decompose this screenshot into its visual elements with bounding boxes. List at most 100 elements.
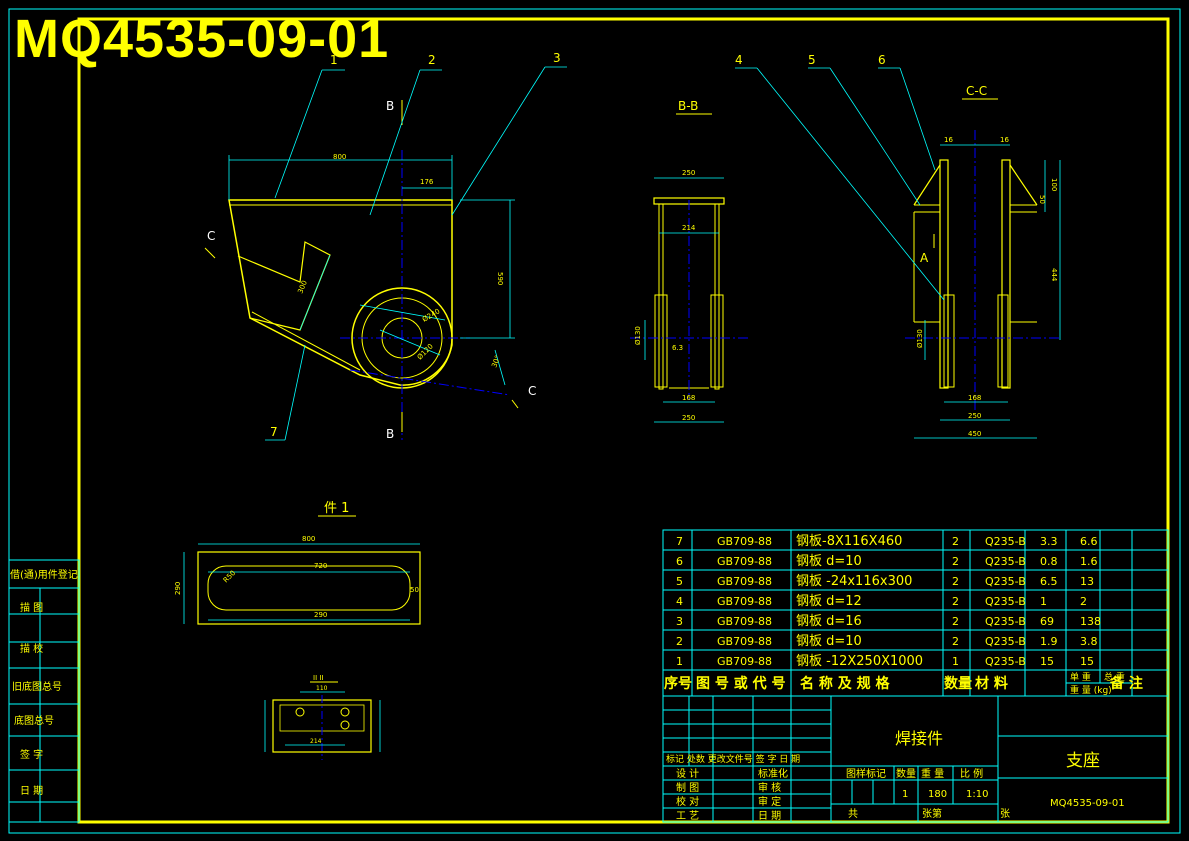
bom-cell-no: 6 <box>676 555 683 568</box>
dim-small-w: 110 <box>316 685 328 692</box>
bom-header-std: 图 号 或 代 号 <box>696 675 786 692</box>
label-view-a: A <box>920 251 929 265</box>
bom-cell-name: 钢板 d=12 <box>796 594 862 609</box>
balloon-2: 2 <box>428 53 436 67</box>
dim-front-offset: 176 <box>420 178 434 186</box>
detail-small: II II 110 214 <box>264 674 381 760</box>
bom-cell-qty: 2 <box>952 595 959 608</box>
label-view-cc: C-C <box>966 84 987 98</box>
bom-cell-unit: 69 <box>1040 615 1054 628</box>
bom-cell-std: GB709-88 <box>717 535 772 548</box>
bom-cell-total: 2 <box>1080 595 1087 608</box>
bom-cell-unit: 0.8 <box>1040 555 1058 568</box>
sheets-total: 共 <box>848 808 858 820</box>
bom-cell-total: 3.8 <box>1080 635 1098 648</box>
side-label-check: 描 校 <box>20 642 43 655</box>
bom-cell-mat: Q235-B <box>985 575 1026 588</box>
label-detail: 件 1 <box>324 501 349 516</box>
part-type: 焊接件 <box>895 729 943 748</box>
bom-cell-no: 2 <box>676 635 683 648</box>
dim-cc-h3: 444 <box>1050 268 1058 282</box>
bom-header-mat: 材 料 <box>975 675 1008 692</box>
bom-cell-mat: Q235-B <box>985 655 1026 668</box>
side-label-trace: 描 图 <box>20 601 43 614</box>
bom-cell-no: 1 <box>676 655 683 668</box>
balloon-6: 6 <box>878 53 886 67</box>
side-label-sign: 签 字 <box>20 748 43 761</box>
weight-label: 重 量 <box>921 767 944 780</box>
revision-row: 标记 处数 更改文件号 签 字 日 期 <box>666 753 800 765</box>
front-view: 800 176 590 300 Ø240 Ø120 30° B B C C <box>204 66 567 441</box>
bom-cell-qty: 2 <box>952 615 959 628</box>
bom-cell-qty: 1 <box>952 655 959 668</box>
bom-cell-no: 5 <box>676 575 683 588</box>
dim-cc-b2: 250 <box>968 412 981 420</box>
dim-bb-inner: 214 <box>682 224 696 232</box>
bom-cell-name: 钢板 -12X250X1000 <box>796 654 923 669</box>
role-process: 工 艺 <box>676 810 699 822</box>
role-proof: 校 对 <box>676 795 699 808</box>
bom-cell-total: 15 <box>1080 655 1094 668</box>
drawing-no: MQ4535-09-01 <box>1050 798 1125 809</box>
bom-cell-name: 钢板 d=16 <box>796 614 862 629</box>
bom-cell-total: 6.6 <box>1080 535 1098 548</box>
dim-cc-t2: 16 <box>1000 136 1009 144</box>
dim-p1-in: 290 <box>314 611 327 619</box>
dim-cc-h2: 50 <box>1038 195 1046 204</box>
dim-bb-bot1: 168 <box>682 394 695 402</box>
bom-cell-mat: Q235-B <box>985 595 1026 608</box>
weight-value: 180 <box>928 789 947 800</box>
dim-cc-t1: 16 <box>944 136 953 144</box>
bom-header-no: 序号 <box>664 675 692 692</box>
role-approve: 审 定 <box>758 795 781 808</box>
label-b-bottom: B <box>386 427 394 441</box>
dim-p1-width: 800 <box>302 535 315 543</box>
dim-cc-dia: Ø130 <box>916 329 924 348</box>
role-review: 审 核 <box>758 781 781 794</box>
bom-header-name: 名 称 及 规 格 <box>800 675 890 692</box>
bom-cell-unit: 6.5 <box>1040 575 1058 588</box>
dim-p1-slot: 720 <box>314 562 327 570</box>
qty-value: 1 <box>902 789 908 800</box>
label-detail-small: II II <box>313 674 323 682</box>
bom-header-qty: 数量 <box>944 675 972 692</box>
bom-header-weight: 重 量 (kg) <box>1070 684 1112 696</box>
balloon-3: 3 <box>553 51 561 65</box>
scale-value: 1:10 <box>966 789 988 800</box>
bom-cell-unit: 1 <box>1040 595 1047 608</box>
balloon-7: 7 <box>270 425 278 439</box>
bom-cell-total: 138 <box>1080 615 1101 628</box>
detail-part-1: 件 1 800 290 720 R50 50 290 <box>174 501 421 625</box>
balloon-5: 5 <box>808 53 816 67</box>
bom-cell-std: GB709-88 <box>717 615 772 628</box>
title-block: 标记 处数 更改文件号 签 字 日 期 设 计 制 图 校 对 工 艺 标准化 … <box>662 695 1169 823</box>
role-design: 设 计 <box>676 767 699 780</box>
side-label-borrowed: 借(通)用件登记 <box>10 568 78 581</box>
bom-cell-qty: 2 <box>952 635 959 648</box>
frame-border <box>77 17 1170 824</box>
bom-cell-std: GB709-88 <box>717 575 772 588</box>
view-bb: B-B 250 214 168 250 Ø130 6.3 <box>630 99 750 423</box>
dim-cc-h1: 100 <box>1050 178 1058 191</box>
label-view-bb: B-B <box>678 99 698 113</box>
outer-border <box>8 8 1181 834</box>
bom-cell-name: 钢板 d=10 <box>796 634 862 649</box>
bom-cell-unit: 3.3 <box>1040 535 1058 548</box>
bom-cell-qty: 2 <box>952 535 959 548</box>
bom-cell-std: GB709-88 <box>717 555 772 568</box>
bom-cell-mat: Q235-B <box>985 535 1026 548</box>
dim-front-width: 800 <box>333 153 346 161</box>
bom-cell-name: 钢板-8X116X460 <box>796 534 902 549</box>
dim-p1-height: 290 <box>174 582 182 595</box>
label-c-right: C <box>528 384 536 398</box>
dim-bb-bot2: 250 <box>682 414 695 422</box>
label-c-left: C <box>207 229 215 243</box>
bom-cell-no: 3 <box>676 615 683 628</box>
bom-cell-mat: Q235-B <box>985 555 1026 568</box>
dim-front-height: 590 <box>496 272 504 285</box>
dim-cc-b1: 168 <box>968 394 981 402</box>
view-cc: C-C <box>735 67 1061 439</box>
role-standard: 标准化 <box>758 767 788 780</box>
role-date: 日 期 <box>758 810 781 822</box>
